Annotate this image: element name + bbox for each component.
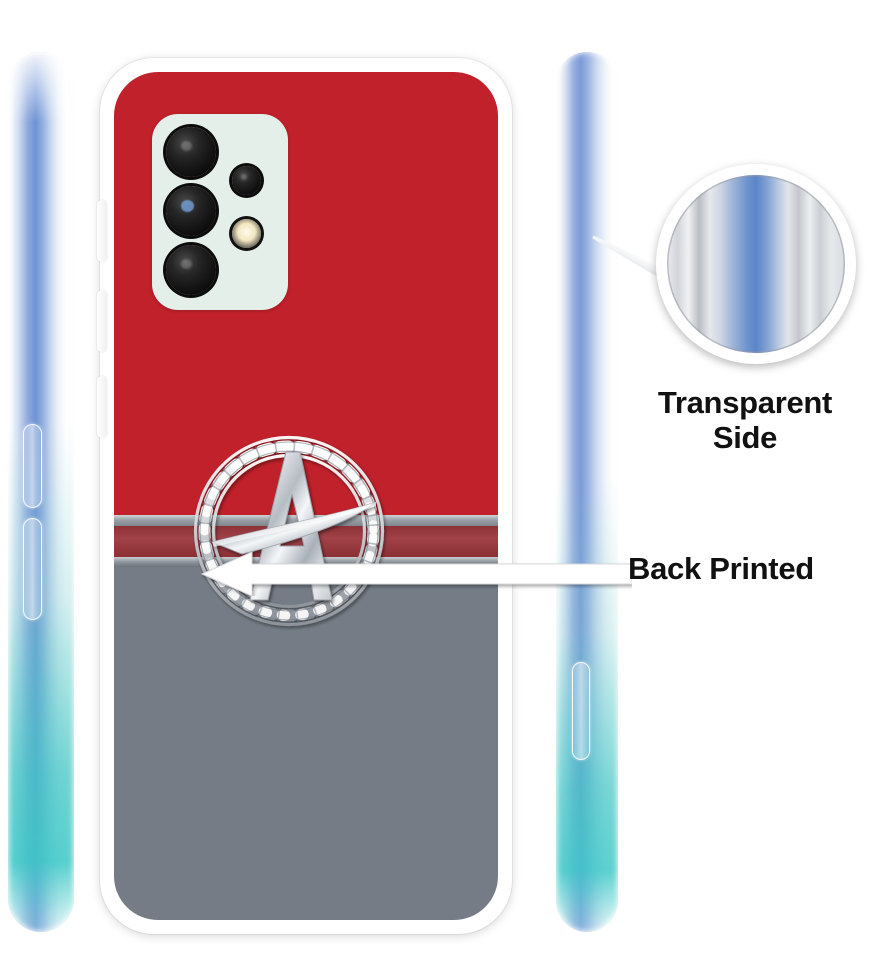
camera-sensor: [232, 166, 261, 195]
camera-module: [152, 114, 288, 310]
case-button-bump-2: [97, 290, 107, 352]
magnifier-callout: [656, 164, 856, 364]
camera-lens-2: [166, 186, 216, 236]
callout-label-back-printed: Back Printed: [628, 551, 814, 586]
back-printed-arrow-icon: [196, 552, 632, 596]
emblem-rope-ring: [193, 435, 385, 627]
callout-transparent-line2: Side: [712, 419, 778, 455]
phone-side-view-left: [8, 52, 74, 932]
magnifier-lens-face: [667, 175, 845, 353]
phone-case-back-view: [97, 58, 512, 934]
callout-transparent-line1: Transparent: [657, 385, 833, 420]
left-edge-power-button: [23, 518, 42, 620]
callout-label-transparent-side: Transparent Side: [620, 385, 870, 455]
emblem-letter-a: [180, 422, 398, 640]
camera-lens-3: [166, 245, 216, 295]
phone-side-view-right: [556, 52, 618, 932]
camera-flash-icon: [232, 219, 261, 248]
art-grey-field: [114, 567, 498, 920]
camera-lens-1: [166, 127, 216, 177]
case-printed-surface: [114, 72, 498, 920]
right-edge-sim-tray: [572, 662, 590, 760]
right-edge-glass: [556, 52, 618, 932]
magnifier-rim: [656, 164, 856, 364]
emblem-letter-glyph: [210, 451, 377, 601]
case-button-bump-3: [97, 376, 107, 438]
left-edge-volume-button: [23, 424, 42, 508]
case-button-bump-1: [97, 200, 107, 262]
